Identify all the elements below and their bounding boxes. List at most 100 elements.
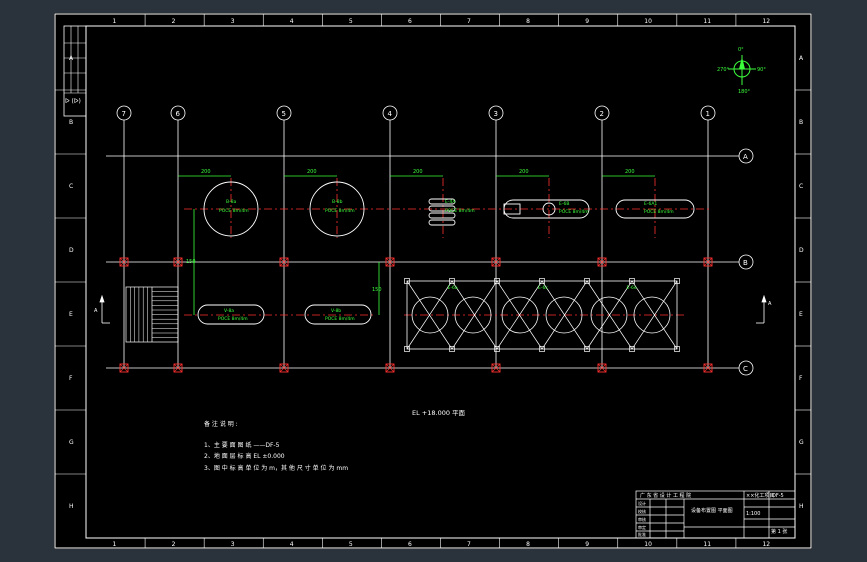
cooler-bracing: [406, 280, 453, 316]
column-node-cross: [279, 257, 289, 267]
dim-label: 200: [413, 169, 423, 175]
zone-letter-right: H: [799, 503, 804, 510]
note-1: 1、主 要 面 图 纸 ——DF-5: [204, 441, 280, 449]
row-axis-label: A: [743, 153, 748, 161]
column-axis-bubble: [700, 105, 716, 121]
elevation-label: EL +18.000 平面: [412, 409, 466, 417]
column-axis-label: 5: [282, 110, 286, 118]
cooler-fan: [411, 296, 449, 334]
column-node: [491, 257, 501, 267]
drawing-sheet: 112233445566778899101011111212AABBCCDDEE…: [54, 13, 812, 549]
cooler-bracing: [631, 314, 678, 350]
zone-number-bottom: 9: [585, 541, 589, 548]
equipment-tag: V-8a: [224, 308, 234, 314]
cooler-bracing: [496, 314, 543, 350]
sheet-number: 第 1 张: [771, 528, 787, 535]
zone-letter-right: B: [799, 119, 803, 126]
column-node-cross: [703, 363, 713, 373]
column-axis-label: 3: [494, 110, 498, 118]
cooler-support: [449, 346, 455, 352]
column-axis-label: 1: [706, 110, 710, 118]
dim-label: 200: [201, 169, 211, 175]
cooler-bracing: [451, 314, 498, 350]
cooler-support: [674, 346, 680, 352]
row-axis-label: B: [743, 259, 748, 267]
zone-number-top: 6: [408, 18, 412, 25]
zone-number-top: 8: [526, 18, 530, 25]
compass-north-label: 0°: [738, 47, 744, 53]
dim-label: 200: [519, 169, 529, 175]
compass-south-label: 180°: [738, 89, 751, 95]
equipment-tag: E-6B: [559, 201, 569, 207]
zone-number-bottom: 10: [644, 541, 652, 548]
zone-number-top: 10: [644, 18, 652, 25]
cooler-support: [584, 346, 590, 352]
upper-equipment: [203, 181, 695, 237]
section-label-left: A: [94, 308, 98, 314]
cooler-support: [539, 346, 545, 352]
left-stamp-label: ᐅ (ᐅ): [65, 98, 81, 105]
cooler-support: [674, 278, 680, 284]
section-marker-left: [99, 294, 110, 324]
tb-row-label: 设计: [638, 500, 646, 506]
north-compass: 0° 90° 180° 270°: [717, 47, 766, 95]
tb-row-label: 批准: [638, 531, 646, 537]
column-axis-bubble: [488, 105, 504, 121]
column-node-cross: [385, 257, 395, 267]
drawing-number: DF-5: [772, 493, 784, 499]
zone-number-top: 12: [762, 18, 770, 25]
column-node-cross: [173, 257, 183, 267]
zone-letter-left: G: [69, 439, 74, 446]
dim-label: 150: [186, 259, 196, 265]
equipment-tag: E-4A: [445, 199, 456, 205]
dimension-labels: 200 200 200 200 200 150 150: [186, 169, 635, 293]
tb-row-label: 审定: [638, 524, 646, 530]
zone-number-bottom: 11: [703, 541, 711, 548]
equipment-centerlines: [184, 178, 709, 316]
section-marker-right: [756, 294, 767, 324]
column-axis-bubble: [594, 105, 610, 121]
cooler-bracing: [541, 314, 588, 350]
cooler-fan: [501, 296, 539, 334]
cad-drawing: 112233445566778899101011111212AABBCCDDEE…: [54, 13, 812, 549]
cooler-support: [539, 278, 545, 284]
column-node-cross: [385, 363, 395, 373]
dim-label: 200: [307, 169, 317, 175]
equipment-subtag: POCE 8m/4m: [325, 208, 355, 214]
equipment-tag: V-8b: [331, 308, 341, 314]
column-node: [385, 257, 395, 267]
column-node-cross: [491, 257, 501, 267]
column-node-cross: [119, 257, 129, 267]
row-axis-bubble: [738, 254, 754, 270]
zone-number-top: 2: [172, 18, 176, 25]
equipment-subtag: POCE 8m/4m: [218, 316, 248, 322]
lower-drum-labels: V-8a POCE 8m/4m V-8b POCE 8m/4m: [218, 308, 355, 322]
column-node: [597, 257, 607, 267]
column-node: [119, 363, 129, 373]
column-node: [703, 257, 713, 267]
note-3: 3、图 中 标 高 单 位 为 m，其 他 尺 寸 单 位 为 mm: [204, 464, 348, 472]
column-node: [385, 363, 395, 373]
upper-equipment-labels: B-8a POCE 8m/4m B-8b POCE 8m/4m E-4A POC…: [219, 199, 674, 215]
cooler-support: [494, 346, 500, 352]
lower-drums: [197, 304, 372, 325]
column-node: [597, 363, 607, 373]
column-axis-label: 4: [388, 110, 393, 118]
zone-letter-left: A: [69, 55, 74, 62]
zone-letter-right: E: [799, 311, 803, 318]
column-axis-bubble: [382, 105, 398, 121]
drawing-scale: 1:100: [746, 511, 760, 517]
air-cooler-bank: [404, 278, 680, 352]
zone-number-top: 1: [113, 18, 117, 25]
row-axis-bubble: [738, 360, 754, 376]
zone-letter-left: H: [69, 503, 74, 510]
cooler-fan: [590, 296, 628, 334]
column-node-cross: [173, 363, 183, 373]
equipment-tag: B-8a: [226, 199, 237, 205]
zone-number-bottom: 1: [113, 541, 117, 548]
column-node: [119, 257, 129, 267]
zone-number-bottom: 12: [762, 541, 770, 548]
zone-number-top: 5: [349, 18, 353, 25]
dim-label: 150: [372, 287, 382, 293]
